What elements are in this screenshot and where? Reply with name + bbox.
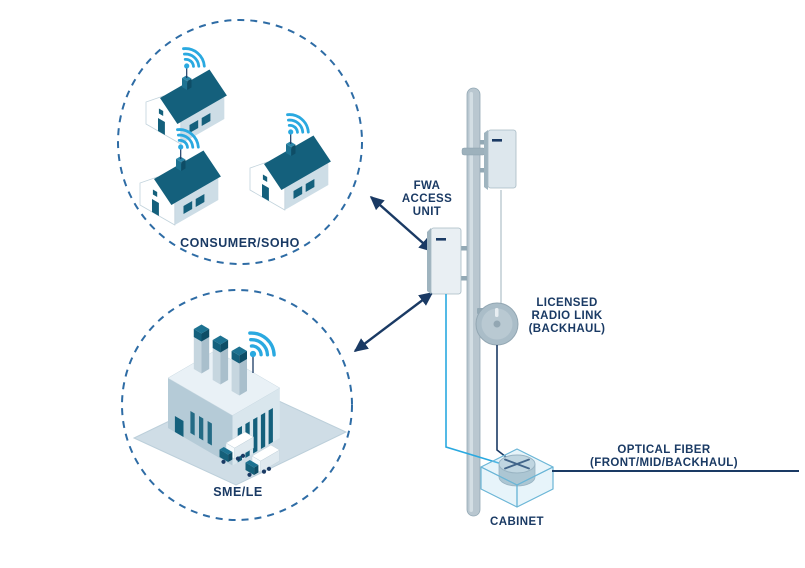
radio-dish-icon bbox=[475, 302, 519, 346]
arrow-consumer-to-pole bbox=[369, 195, 434, 253]
house-icon bbox=[146, 44, 227, 144]
access-unit-wire bbox=[445, 294, 503, 465]
factory-icon bbox=[132, 324, 348, 486]
radio-link-label-line2: RADIO LINK bbox=[531, 310, 602, 322]
fwa-access-unit-side bbox=[427, 227, 467, 295]
sme-dashed-circle bbox=[121, 289, 353, 521]
fwa-unit-label-line2: ACCESS bbox=[402, 193, 452, 205]
pole-assembly bbox=[427, 87, 799, 517]
radio-link-label-line1: LICENSED bbox=[536, 297, 597, 309]
optical-fiber-label-line2: (FRONT/MID/BACKHAUL) bbox=[590, 457, 738, 469]
consumer-cluster: CONSUMER/SOHO bbox=[117, 19, 363, 265]
optical-fiber-label-line1: OPTICAL FIBER bbox=[617, 444, 710, 456]
house-icon bbox=[140, 125, 221, 225]
unit-logo-mark bbox=[492, 139, 502, 142]
factory-chimneys bbox=[193, 324, 247, 396]
fwa-unit-label-line1: FWA bbox=[414, 180, 441, 192]
arrow-sme-to-pole bbox=[353, 292, 434, 352]
unit-logo-mark bbox=[436, 238, 446, 241]
pole-highlight bbox=[469, 92, 473, 512]
cabinet-label: CABINET bbox=[490, 516, 544, 528]
consumer-dashed-circle bbox=[117, 19, 363, 265]
radio-link-label-line3: (BACKHAUL) bbox=[529, 323, 606, 335]
house-icon bbox=[250, 110, 331, 210]
pole-labels: FWA ACCESS UNIT LICENSED RADIO LINK (BAC… bbox=[402, 180, 738, 528]
consumer-label: CONSUMER/SOHO bbox=[180, 236, 300, 250]
fwa-access-unit-top bbox=[480, 129, 517, 190]
sme-cluster: SME/LE bbox=[121, 289, 353, 521]
sme-label: SME/LE bbox=[213, 485, 263, 499]
pole-clamp bbox=[461, 147, 486, 156]
fwa-unit-label-line3: UNIT bbox=[413, 206, 441, 218]
cabinet-icon bbox=[480, 448, 554, 508]
radio-link-wire bbox=[496, 345, 511, 461]
